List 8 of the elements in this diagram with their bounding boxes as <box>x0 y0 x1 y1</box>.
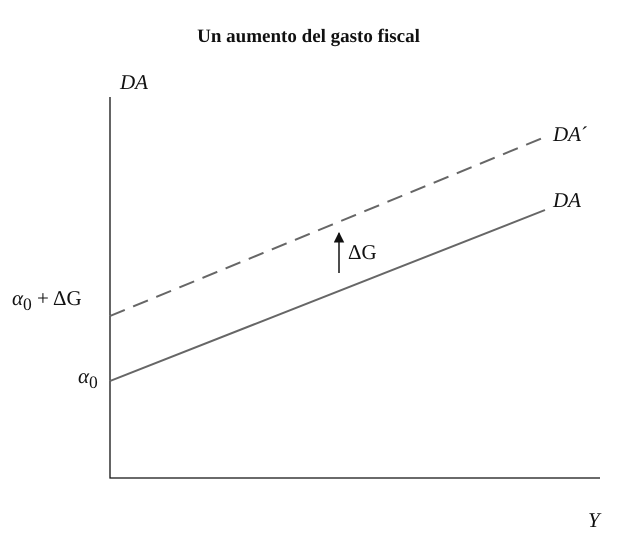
chart-title: Un aumento del gasto fiscal <box>196 26 421 48</box>
line-label: DA <box>553 188 581 212</box>
shift-label: ΔG <box>348 240 377 264</box>
intercept-label: α$_{0}$ + ΔG <box>12 286 82 316</box>
axis-label: Y <box>588 508 600 532</box>
axis-label: DA <box>120 70 148 94</box>
intercept-label: α$_{0}$ <box>78 364 98 394</box>
line-label: DA´ <box>553 122 588 146</box>
